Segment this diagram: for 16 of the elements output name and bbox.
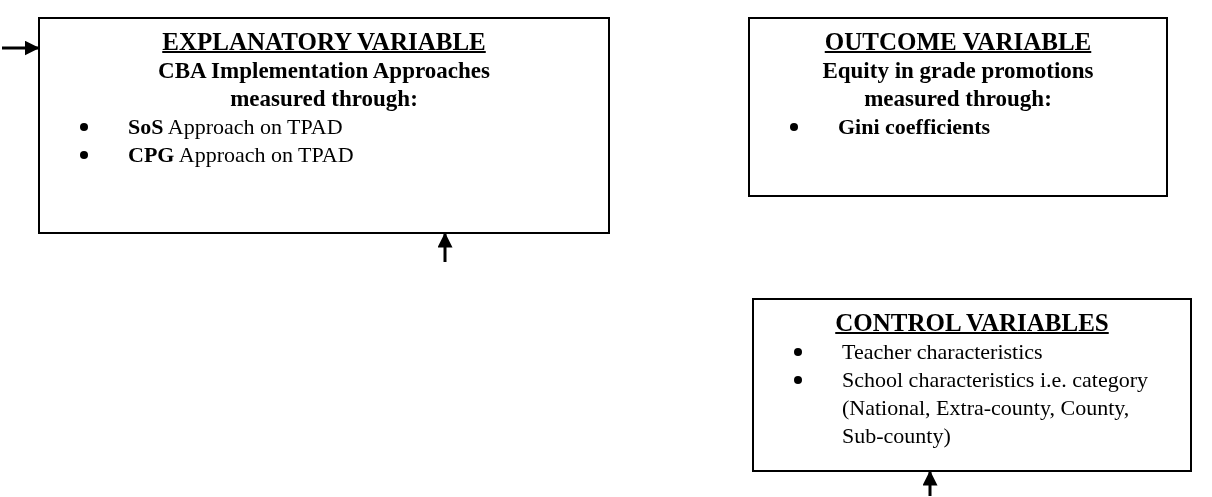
- box-subheading: CBA Implementation Approaches measured through:: [157, 57, 491, 113]
- box-heading: CONTROL VARIABLES: [835, 308, 1109, 338]
- bullet-item: School characteristics i.e. category (National, Extra-county, County, Sub-county): [842, 366, 1150, 450]
- variable-box: [38, 17, 610, 234]
- arrow: [437, 232, 453, 262]
- bullet-item: CPG Approach on TPAD: [128, 141, 354, 169]
- bullet-item: SoS Approach on TPAD: [128, 113, 343, 141]
- variable-box: [748, 17, 1168, 197]
- box-heading: EXPLANATORY VARIABLE: [162, 27, 486, 57]
- bullet-item: Gini coefficients: [838, 113, 991, 141]
- box-subheading: Equity in grade promotions measured through:: [821, 57, 1095, 113]
- bullet-item: Teacher characteristics: [842, 338, 1043, 366]
- box-heading: OUTCOME VARIABLE: [824, 27, 1092, 57]
- variable-box: [752, 298, 1192, 472]
- arrow: [2, 40, 40, 56]
- arrow: [922, 470, 938, 496]
